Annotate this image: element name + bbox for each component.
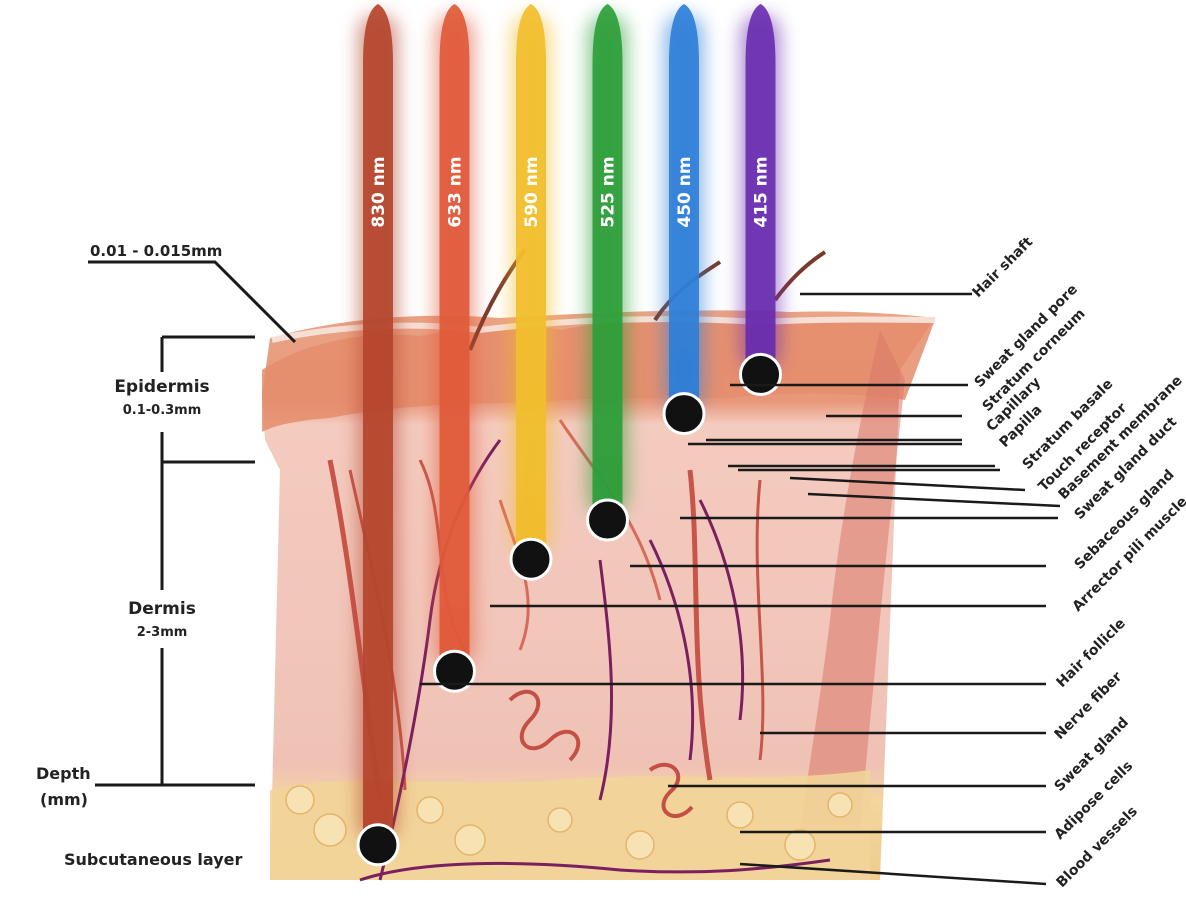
beam-0: 830 nm	[356, 4, 400, 867]
beam-wavelength-label: 450 nm	[675, 156, 695, 227]
beam-1: 633 nm	[433, 4, 476, 693]
light-beams: 830 nm 633 nm 590 nm 525 nm 450 nm 415 nm	[356, 4, 782, 867]
penetration-depth-marker	[356, 823, 400, 867]
beam-core	[439, 4, 470, 668]
structure-label: Hair shaft	[970, 234, 1037, 301]
depth-scale	[88, 260, 297, 787]
left-labels: 0.01 - 0.015mm Epidermis 0.1-0.3mm Dermi…	[36, 242, 242, 869]
beam-wavelength-label: 633 nm	[446, 156, 466, 227]
dermis-edge	[800, 330, 905, 830]
depth-label-line2: (mm)	[40, 790, 88, 809]
penetration-depth-marker	[662, 392, 706, 436]
beam-core	[516, 4, 546, 556]
beam-core	[669, 4, 699, 410]
beam-4: 450 nm	[662, 4, 706, 436]
depth-label-line1: Depth	[36, 764, 91, 783]
subcutaneous-label: Subcutaneous layer	[64, 850, 242, 869]
beam-wavelength-label: 590 nm	[522, 156, 542, 227]
penetration-depth-marker	[739, 352, 782, 396]
beam-5: 415 nm	[739, 4, 782, 396]
sweat-gland-coils	[508, 689, 694, 818]
beam-core	[363, 4, 393, 841]
epidermis-label: Epidermis	[114, 377, 209, 397]
leader-lines	[420, 292, 1061, 886]
penetration-depth-marker	[433, 649, 476, 693]
beam-wavelength-label: 415 nm	[752, 156, 772, 227]
thickness-label: 0.01 - 0.015mm	[90, 242, 222, 260]
beam-3: 525 nm	[586, 4, 629, 542]
beam-wavelength-label: 525 nm	[599, 156, 619, 227]
skin-cross-section	[262, 248, 936, 882]
penetration-depth-marker	[586, 498, 629, 542]
leader-line	[789, 476, 1026, 492]
leader-line	[739, 862, 1047, 886]
beam-core	[745, 4, 776, 371]
adipose-cells	[285, 785, 853, 861]
epidermis-depth-label: 0.1-0.3mm	[123, 403, 202, 418]
skin-block	[262, 310, 935, 880]
beam-core	[592, 4, 623, 516]
leader-line	[807, 492, 1061, 508]
penetration-depth-marker	[509, 537, 553, 581]
dermis-depth-label: 2-3mm	[137, 625, 188, 640]
dermis-label: Dermis	[128, 599, 196, 619]
beam-wavelength-label: 830 nm	[369, 156, 389, 227]
beam-2: 590 nm	[509, 4, 553, 581]
